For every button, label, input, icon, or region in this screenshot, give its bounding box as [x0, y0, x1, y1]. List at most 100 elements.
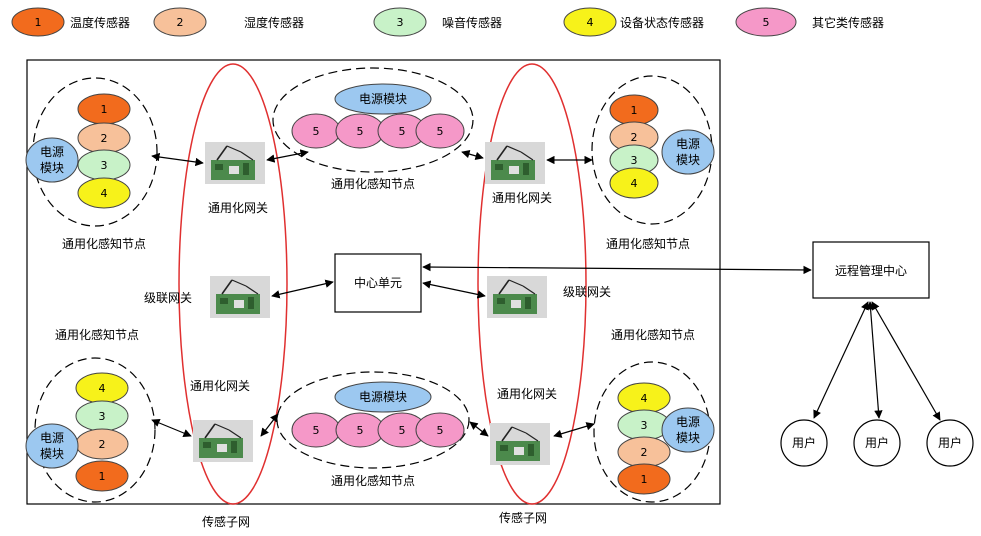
link-arrow — [553, 422, 595, 438]
gateway-label: 通用化网关 — [492, 191, 552, 205]
sensor-num: 3 — [101, 159, 108, 172]
legend-item-temperature: 1 温度传感器 — [11, 7, 130, 37]
legend: 1 温度传感器 2 湿度传感器 3 噪音传感器 4 设备状态传感器 5 其它类传… — [11, 7, 884, 37]
power-module-label-1: 电源 — [40, 431, 64, 445]
legend-num-2: 2 — [177, 16, 184, 29]
gateway-image — [489, 422, 551, 466]
user-node — [926, 419, 974, 467]
remote-center-box — [812, 241, 930, 299]
power-module-label-1: 电源 — [676, 415, 700, 429]
user-label: 用户 — [792, 435, 816, 450]
sensing-node-label: 通用化感知节点 — [55, 327, 139, 342]
power-module — [25, 137, 79, 183]
sensing-node-bottom-right: 4 3 2 1 电源 模块 — [593, 361, 715, 503]
sensing-node-bottom-left: 4 3 2 1 电源 模块 — [25, 357, 156, 503]
sensor-num: 2 — [641, 446, 648, 459]
sensor-num: 3 — [631, 154, 638, 167]
power-module — [334, 83, 432, 115]
gateway-image — [192, 419, 254, 463]
sensor-num: 1 — [101, 103, 108, 116]
sensor-1 — [75, 460, 129, 492]
power-module-label: 电源模块 — [359, 92, 407, 106]
sensor-num: 2 — [99, 438, 106, 451]
power-module-label-2: 模块 — [676, 431, 700, 445]
gateway-label: 通用化网关 — [190, 379, 250, 393]
power-module-label-2: 模块 — [676, 153, 700, 167]
link-arrow — [461, 150, 484, 160]
link-arrow — [422, 262, 812, 275]
sensor-num: 1 — [99, 470, 106, 483]
sensor-num: 4 — [641, 392, 648, 405]
sensor-5 — [415, 412, 465, 448]
legend-label-5: 其它类传感器 — [812, 15, 884, 30]
legend-label-3: 噪音传感器 — [442, 15, 502, 30]
gateway-image — [204, 141, 266, 185]
cascade-gateway-image — [209, 275, 271, 319]
power-module-label-1: 电源 — [676, 137, 700, 151]
sensor-num: 1 — [631, 104, 638, 117]
sensor-subnet-label: 传感子网 — [499, 510, 547, 525]
sensor-num: 5 — [357, 424, 364, 437]
legend-swatch-5 — [735, 7, 797, 37]
sensor-num: 5 — [437, 125, 444, 138]
center-unit-box — [334, 253, 422, 313]
sensor-num: 4 — [99, 382, 106, 395]
sensing-node-label: 通用化感知节点 — [62, 236, 146, 251]
gateway-label: 通用化网关 — [497, 387, 557, 401]
legend-swatch-1 — [11, 7, 65, 37]
sensor-num: 5 — [437, 424, 444, 437]
legend-num-3: 3 — [397, 16, 404, 29]
legend-label-1: 温度传感器 — [70, 15, 130, 30]
sensor-num: 4 — [101, 187, 108, 200]
link-arrow — [151, 418, 192, 438]
sensing-node-label: 通用化感知节点 — [611, 327, 695, 342]
sensing-node-bottom-middle: 电源模块 5 5 5 5 — [276, 371, 470, 469]
legend-num-1: 1 — [35, 16, 42, 29]
main-frame — [26, 59, 721, 505]
sensor-num: 2 — [631, 131, 638, 144]
center-unit-label: 中心单元 — [354, 275, 402, 290]
legend-swatch-4 — [563, 7, 617, 37]
sensor-5 — [415, 113, 465, 149]
power-module-label-2: 模块 — [40, 161, 64, 175]
connections — [151, 149, 941, 438]
sensor-num: 5 — [313, 125, 320, 138]
sensor-4 — [77, 177, 131, 209]
sensor-num: 5 — [399, 125, 406, 138]
sensing-node-top-left: 1 2 3 4 电源 模块 — [25, 77, 158, 227]
sensor-num: 5 — [313, 424, 320, 437]
legend-item-noise: 3 噪音传感器 — [373, 7, 502, 37]
sensor-1 — [617, 463, 671, 495]
sensor-num: 3 — [99, 410, 106, 423]
sensing-node-label: 通用化感知节点 — [606, 236, 690, 251]
sensor-num: 5 — [357, 125, 364, 138]
power-module — [25, 423, 79, 469]
sensing-node-label: 通用化感知节点 — [331, 176, 415, 191]
power-module-label-2: 模块 — [40, 447, 64, 461]
sensor-num: 2 — [101, 132, 108, 145]
power-module — [334, 381, 432, 413]
sensor-num: 3 — [641, 419, 648, 432]
gateway-label: 通用化网关 — [208, 201, 268, 215]
power-module — [661, 129, 715, 175]
sensing-node-label: 通用化感知节点 — [331, 473, 415, 488]
node-boundary — [272, 67, 474, 173]
legend-num-5: 5 — [763, 16, 770, 29]
cascade-gateway-image — [486, 275, 548, 319]
cascade-gateway-label: 级联网关 — [144, 291, 192, 305]
legend-label-4: 设备状态传感器 — [620, 15, 704, 30]
legend-item-humidity: 2 湿度传感器 — [153, 7, 304, 37]
legend-label-2: 湿度传感器 — [244, 15, 304, 30]
sensor-num: 1 — [641, 473, 648, 486]
sensing-node-top-middle: 电源模块 5 5 5 5 — [272, 67, 474, 173]
power-module — [661, 407, 715, 453]
cascade-gateway-label: 级联网关 — [563, 285, 611, 299]
sensing-node-top-right: 1 2 3 4 电源 模块 — [591, 75, 715, 225]
legend-item-device-status: 4 设备状态传感器 — [563, 7, 704, 37]
sensor-4 — [609, 167, 659, 199]
link-arrow — [469, 421, 489, 437]
user-label: 用户 — [938, 435, 962, 450]
user-label: 用户 — [865, 435, 889, 450]
legend-swatch-3 — [373, 7, 427, 37]
